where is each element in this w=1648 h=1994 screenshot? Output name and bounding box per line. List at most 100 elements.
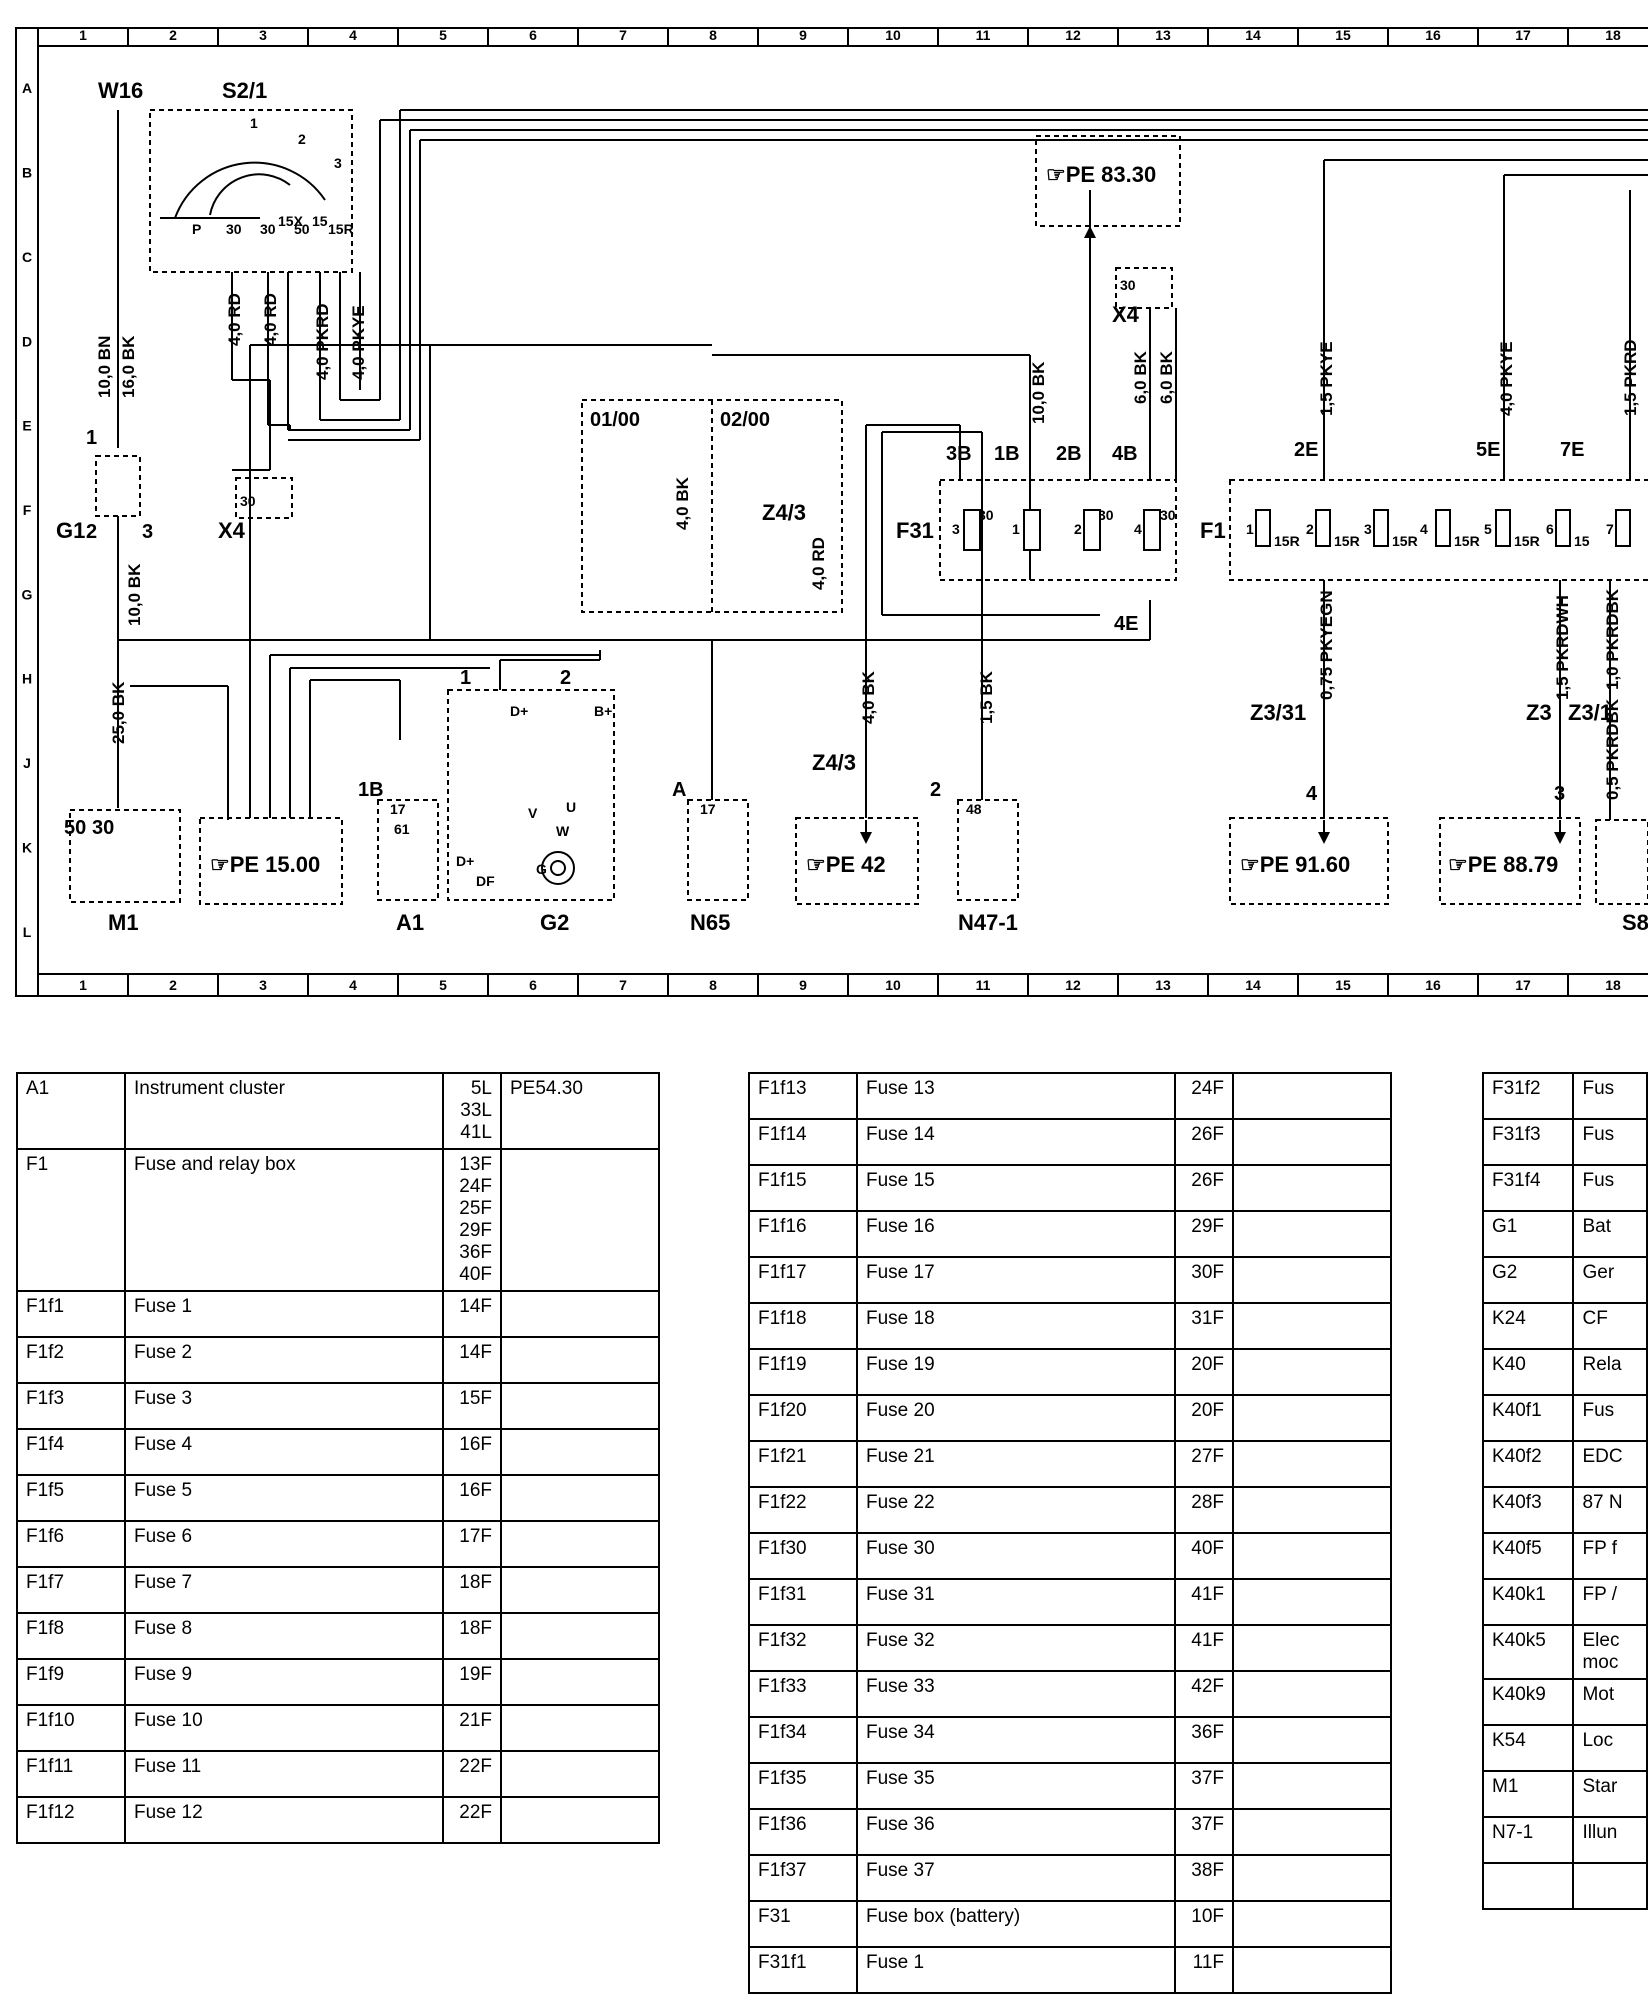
legend-desc: Fuse 22 [856, 1486, 1176, 1534]
pin-label: W [556, 823, 570, 839]
wire-label: 1,5 PKYE [1317, 341, 1336, 416]
legend-desc: Fuse 9 [124, 1658, 444, 1706]
legend-code: F1f15 [748, 1164, 858, 1212]
legend-desc: Fuse 5 [124, 1474, 444, 1522]
legend-code: F1f16 [748, 1210, 858, 1258]
wire-label: 4,0 RD [225, 293, 244, 346]
pin-label: 2 [86, 521, 97, 543]
legend-code: K40k5 [1481, 1624, 1575, 1680]
row-label: E [22, 418, 31, 434]
legend-code: F1f9 [16, 1658, 126, 1706]
small-pin-labels: 1 2 3 P 30 30 15X 50 15 15R D+ B+ U V W … [192, 115, 1614, 889]
legend-code: K40f3 [1481, 1486, 1575, 1534]
column-label: 12 [1065, 977, 1081, 993]
legend-desc: Loc [1572, 1724, 1648, 1772]
legend-desc: Ger [1572, 1256, 1648, 1304]
row-label: D [22, 333, 32, 349]
wire-label: 16,0 BK [119, 335, 138, 398]
legend-ref [1232, 1256, 1392, 1304]
legend-row [1481, 1862, 1648, 1910]
legend-ref [1232, 1486, 1392, 1534]
pin-label: 15 [1574, 533, 1590, 549]
column-label: 5 [439, 27, 447, 43]
legend-code: F1f33 [748, 1670, 858, 1718]
label-s8: S8 [1622, 910, 1648, 935]
fuse-icon [1555, 509, 1571, 547]
label-g2: G2 [540, 910, 569, 935]
legend-code: F31 [748, 1900, 858, 1948]
legend-loc: 18F [442, 1566, 502, 1614]
pin-label: 3 [334, 155, 342, 171]
legend-ref [1232, 1624, 1392, 1672]
column-label: 7 [619, 27, 627, 43]
legend-desc: Fuse 13 [856, 1072, 1176, 1120]
legend-loc: 24F [1174, 1072, 1234, 1120]
legend-code: G1 [1481, 1210, 1575, 1258]
pin-label: 30 [978, 507, 994, 523]
legend-code: F1f2 [16, 1336, 126, 1384]
legend-desc: Star [1572, 1770, 1648, 1818]
legend-loc: 19F [442, 1658, 502, 1706]
legend-code: F1f22 [748, 1486, 858, 1534]
wiring-lines [69, 109, 1648, 905]
row-label: G [22, 586, 33, 602]
pin-label: 61 [394, 821, 410, 837]
legend-code: F1f17 [748, 1256, 858, 1304]
legend-ref [1232, 1900, 1392, 1948]
legend-ref [1232, 1670, 1392, 1718]
legend-loc: 30F [1174, 1256, 1234, 1304]
column-label: 8 [709, 27, 717, 43]
legend-ref [500, 1612, 660, 1660]
fuse-icon [1373, 509, 1389, 547]
label-z4-3-top: Z4/3 [762, 500, 806, 525]
wire-label: 4,0 BK [673, 476, 692, 530]
label-a1: A1 [396, 910, 424, 935]
ref-pe-42: ☞PE 42 [806, 852, 886, 877]
legend-loc: 36F [1174, 1716, 1234, 1764]
legend-ref [1232, 1440, 1392, 1488]
pin-label: 17 [700, 801, 716, 817]
legend-loc: 26F [1174, 1164, 1234, 1212]
column-label: 6 [529, 27, 537, 43]
column-label: 18 [1605, 977, 1621, 993]
legend-code: F1f6 [16, 1520, 126, 1568]
wire-label: 10,0 BK [125, 563, 144, 626]
legend-ref [1232, 1072, 1392, 1120]
legend-code: F1f1 [16, 1290, 126, 1338]
legend-loc: 42F [1174, 1670, 1234, 1718]
pin-label: 15 [312, 213, 328, 229]
pin-label: 50 [294, 221, 310, 237]
wire-label: 6,0 BK [1131, 350, 1150, 404]
pin-label: 2 [930, 779, 941, 801]
legend-code: F1f35 [748, 1762, 858, 1810]
wire-label: 4,0 PKRD [313, 303, 332, 380]
legend-code: K40 [1481, 1348, 1575, 1396]
legend-desc: Mot [1572, 1678, 1648, 1726]
legend-code: F1f7 [16, 1566, 126, 1614]
legend-ref: PE54.30 [500, 1072, 660, 1150]
legend-code: G2 [1481, 1256, 1575, 1304]
legend-desc: Fuse 32 [856, 1624, 1176, 1672]
legend-ref [500, 1704, 660, 1752]
legend-loc: 22F [442, 1750, 502, 1798]
legend-ref [500, 1750, 660, 1798]
wire-label: 1,5 PKRDWH [1553, 595, 1572, 700]
legend-loc: 14F [442, 1336, 502, 1384]
column-label: 15 [1335, 27, 1351, 43]
fuse-icon [963, 509, 981, 551]
legend-desc: Fuse 16 [856, 1210, 1176, 1258]
